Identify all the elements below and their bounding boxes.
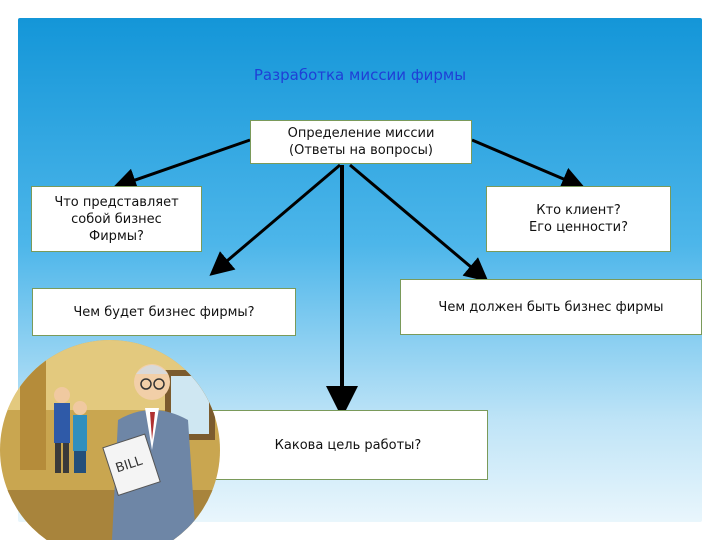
node-what-business: Что представляет собой бизнес Фирмы? <box>31 186 202 252</box>
diagram-title: Разработка миссии фирмы <box>253 66 467 84</box>
arrow-to-future-business <box>209 163 341 276</box>
node-should-business: Чем должен быть бизнес фирмы <box>400 279 702 335</box>
arrow-to-who-client <box>471 138 586 190</box>
node-goal: Какова цель работы? <box>208 410 488 480</box>
center-node: Определение миссии (Ответы на вопросы) <box>250 120 472 164</box>
node-future-business: Чем будет бизнес фирмы? <box>32 288 296 336</box>
business-people-illustration: BILL <box>0 340 220 540</box>
arrow-to-should-business <box>349 163 489 282</box>
node-who-client: Кто клиент? Его ценности? <box>486 186 671 252</box>
arrow-to-what-business <box>112 138 251 192</box>
